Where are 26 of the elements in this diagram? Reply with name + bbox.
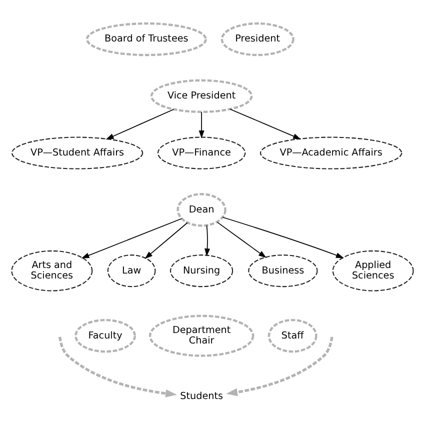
node-ellipse: VP—Student Affairs — [11, 136, 144, 170]
arrow — [204, 224, 210, 256]
arrow — [198, 112, 204, 138]
node-ellipse: Arts and Sciences — [11, 250, 93, 292]
arrow — [81, 218, 182, 258]
node-ellipse: Board of Trustees — [86, 22, 207, 56]
node-ellipse: Dean — [176, 193, 226, 227]
node-ellipse: Business — [248, 254, 318, 288]
arrow — [226, 336, 334, 396]
arrow — [58, 336, 177, 398]
node-ellipse: Law — [107, 254, 156, 288]
node-ellipse: Faculty — [74, 318, 136, 353]
node-ellipse: Vice President — [150, 79, 253, 113]
node-text: Students — [180, 391, 223, 402]
node-ellipse: VP—Finance — [157, 136, 246, 170]
node-ellipse: Nursing — [170, 254, 234, 288]
arrow — [144, 222, 188, 259]
arrow — [222, 216, 344, 258]
arrow — [216, 222, 266, 258]
node-ellipse: Applied Sciences — [332, 250, 414, 292]
node-ellipse: Staff — [268, 318, 318, 353]
node-ellipse: VP—Academic Affairs — [260, 136, 402, 170]
node-ellipse: President — [220, 22, 294, 56]
node-ellipse: Department Chair — [148, 314, 254, 357]
arrow — [106, 108, 174, 140]
arrow — [230, 108, 301, 140]
